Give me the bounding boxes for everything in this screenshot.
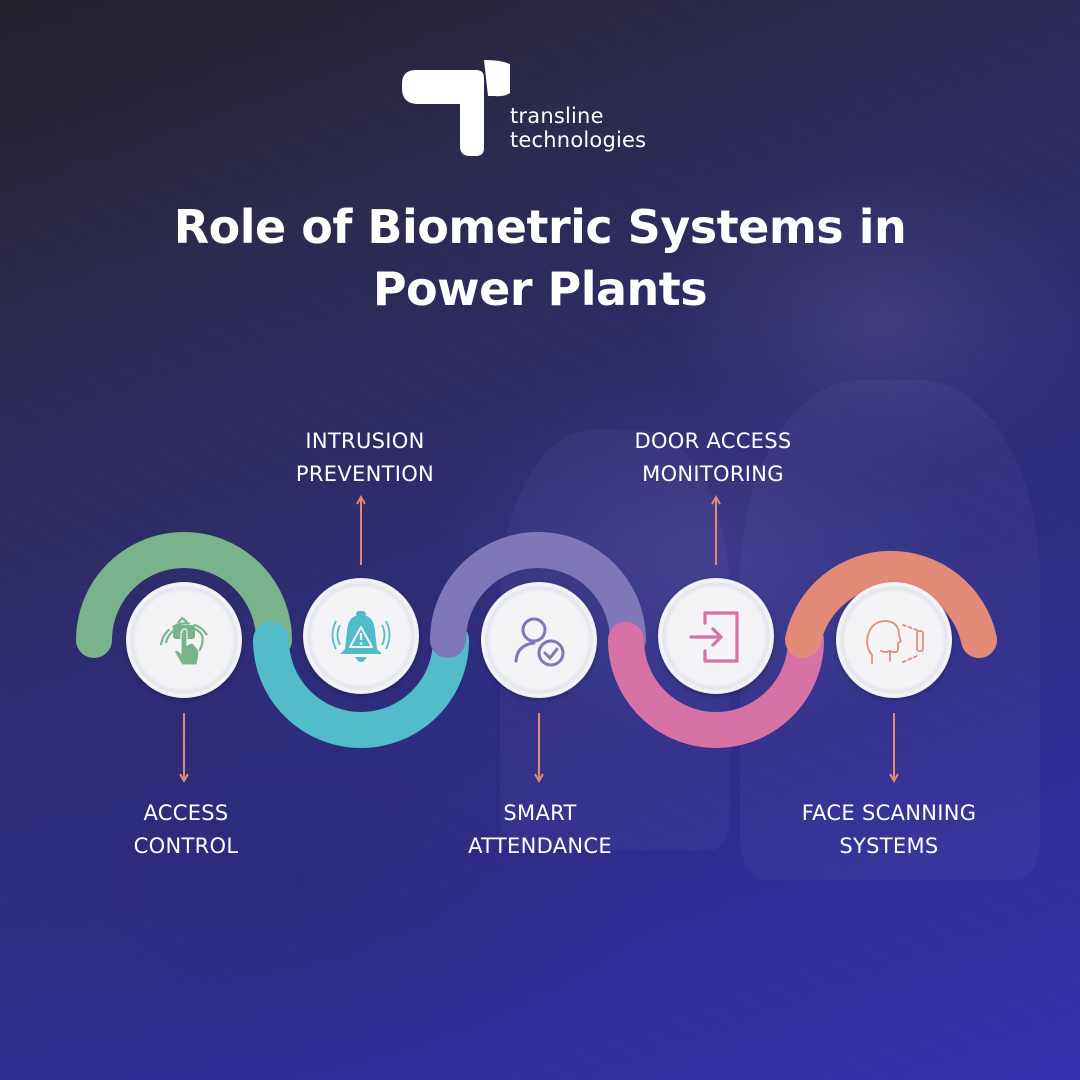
transline-t-logo-icon <box>402 60 510 156</box>
step-label-line2: CONTROL <box>133 834 239 858</box>
step-label-line2: MONITORING <box>642 462 784 486</box>
connector-arrow-down <box>179 713 189 784</box>
wave-arc-teal <box>253 622 469 748</box>
wave-arc-purple <box>430 532 646 658</box>
step-node-intrusion-prevention <box>303 578 419 694</box>
step-label-access-control: ACCESS CONTROL <box>66 797 306 863</box>
step-label-intrusion-prevention: INTRUSION PREVENTION <box>245 425 485 491</box>
step-label-smart-attendance: SMART ATTENDANCE <box>420 797 660 863</box>
step-label-line2: SYSTEMS <box>839 834 939 858</box>
wave-arc-pink <box>608 622 824 748</box>
user-check-icon <box>514 617 565 667</box>
step-label-line1: DOOR ACCESS <box>634 429 792 453</box>
step-node-face-scanning <box>836 582 952 698</box>
wave-arc-orange <box>785 550 997 658</box>
brand-wordmark: transline technologies <box>510 104 646 152</box>
step-label-line1: SMART <box>503 801 577 825</box>
connector-arrow-down <box>889 713 899 784</box>
step-label-line1: FACE SCANNING <box>801 801 977 825</box>
brand-name-line1: transline <box>510 104 604 128</box>
wave-arc-green <box>76 532 292 658</box>
step-label-line1: ACCESS <box>143 801 229 825</box>
step-label-line2: ATTENDANCE <box>468 834 612 858</box>
connector-arrow-up <box>711 494 721 565</box>
alarm-bell-warning-icon <box>331 611 391 662</box>
step-node-access-control <box>126 582 242 698</box>
step-label-face-scanning: FACE SCANNING SYSTEMS <box>769 797 1009 863</box>
door-enter-icon <box>689 611 739 663</box>
step-label-line1: INTRUSION <box>305 429 425 453</box>
page-title: Role of Biometric Systems in Power Plant… <box>0 196 1080 320</box>
step-node-smart-attendance <box>481 582 597 698</box>
step-node-door-access-monitoring <box>658 578 774 694</box>
face-scan-icon <box>866 620 924 664</box>
brand-logo: transline technologies <box>400 60 700 160</box>
step-label-line2: PREVENTION <box>295 462 435 486</box>
connector-arrow-up <box>356 494 366 565</box>
title-line2: Power Plants <box>372 262 708 316</box>
connector-arrow-down <box>534 713 544 784</box>
title-line1: Role of Biometric Systems in <box>173 200 907 254</box>
step-label-door-access-monitoring: DOOR ACCESS MONITORING <box>593 425 833 491</box>
brand-name-line2: technologies <box>510 128 647 152</box>
touch-unlock-icon <box>159 616 208 666</box>
